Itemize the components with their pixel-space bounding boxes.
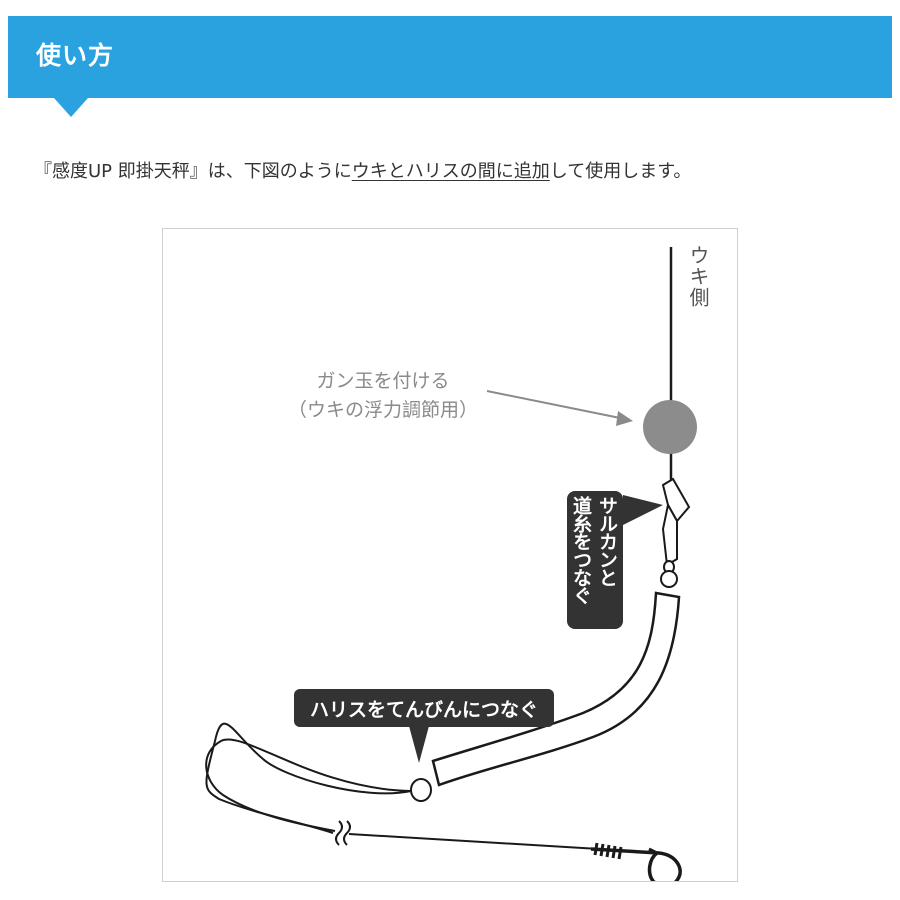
split-shot-label-line1: ガン玉を付ける xyxy=(316,370,450,392)
leader-callout-text: ハリスをてんびんにつなぐ xyxy=(309,699,538,721)
swivel-callout-line2: 道糸をつなぐ xyxy=(570,496,592,604)
swivel xyxy=(660,477,691,588)
line-break-mark-1 xyxy=(335,820,343,846)
intro-text-part2: して使用します。 xyxy=(549,161,692,182)
line-break-mark-2 xyxy=(343,820,351,846)
section-header xyxy=(8,16,892,98)
section-header-pointer xyxy=(54,98,88,117)
swivel-callout-line1: サルカンと xyxy=(596,496,618,586)
swivel-callout-pointer xyxy=(623,495,663,525)
leader-callout-box xyxy=(294,689,554,727)
section-title: 使い方 xyxy=(36,41,115,70)
swivel-callout-box xyxy=(567,491,623,629)
diagram-drawing xyxy=(205,247,697,881)
intro-text: 『感度UP 即掛天秤』は、下図のようにウキとハリスの間に追加して使用します。 xyxy=(34,157,691,183)
leader-line xyxy=(205,738,412,832)
connector-ring xyxy=(410,778,432,802)
hook xyxy=(590,847,682,881)
split-shot-label: ガン玉を付ける （ウキの浮力調節用） xyxy=(283,367,483,425)
leader-to-hook xyxy=(348,833,600,850)
split-shot-arrow-head xyxy=(616,411,633,426)
split-shot-arrow-line xyxy=(486,390,626,420)
leader-callout-pointer xyxy=(409,726,429,763)
usage-diagram: ウキ側 ガン玉を付ける （ウキの浮力調節用） サルカンと道糸をつなぐ ハリスをて… xyxy=(162,228,738,882)
hook-barb xyxy=(648,847,658,855)
swivel-callout-text: サルカンと道糸をつなぐ xyxy=(568,496,620,604)
float-side-label: ウキ側 xyxy=(686,245,710,308)
split-shot-label-line2: （ウキの浮力調節用） xyxy=(287,399,478,421)
intro-text-underlined: ウキとハリスの間に追加 xyxy=(351,161,550,182)
intro-text-part1: 『感度UP 即掛天秤』は、下図のように xyxy=(34,161,352,182)
tenbin-sleeve xyxy=(431,591,681,787)
split-shot xyxy=(643,400,697,454)
